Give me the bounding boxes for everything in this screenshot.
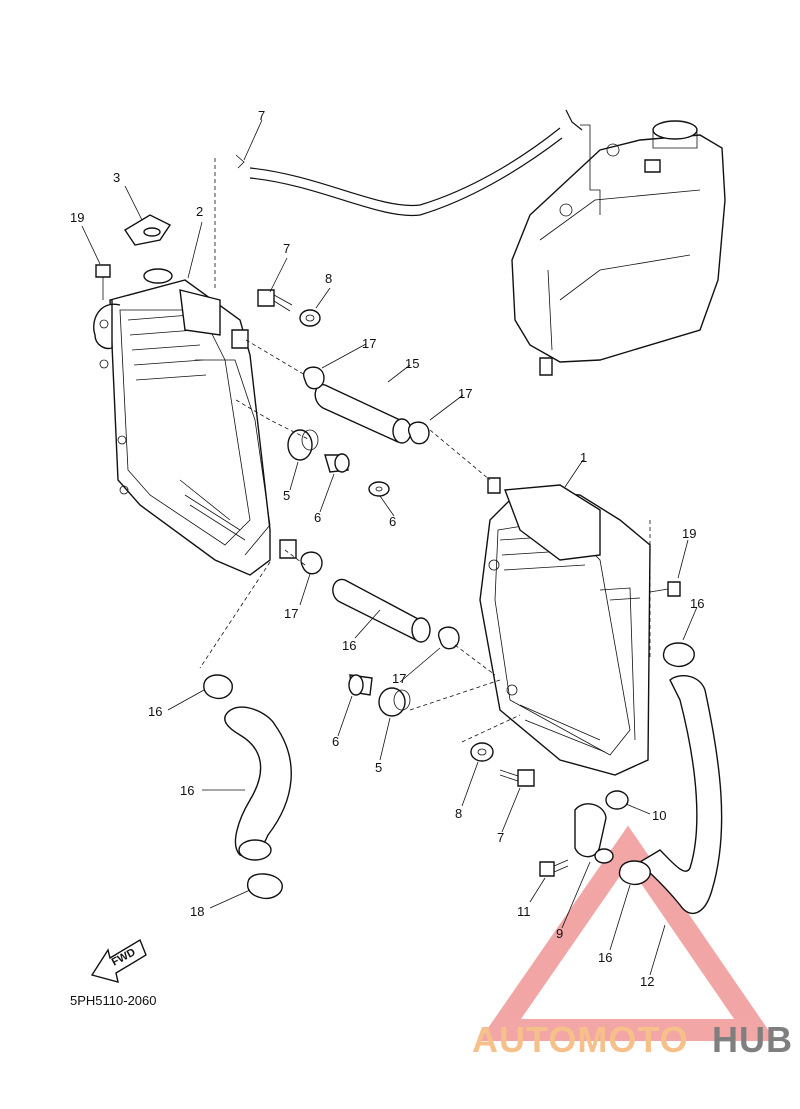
hose-14: [224, 706, 292, 861]
callout-1: 1: [580, 450, 587, 465]
callout-17-d: 17: [392, 671, 406, 686]
washer-6-upper: [368, 481, 390, 497]
callout-12: 12: [640, 974, 654, 989]
callout-labels: 7 2 3 19 7 8 17 15 17 1 5 6 6 19 16 17 1…: [70, 108, 704, 989]
collar-6-upper: [324, 453, 350, 473]
clamp-17-c: [300, 551, 323, 575]
callout-15: 16: [342, 638, 356, 653]
callout-17-a: 17: [362, 336, 376, 351]
callout-6-upper-b: 6: [389, 514, 396, 529]
callout-3: 3: [113, 170, 120, 185]
callout-11: 11: [517, 904, 531, 919]
reservoir-tank: [511, 120, 726, 376]
leader-lines: [81, 119, 698, 976]
callout-17-c: 17: [284, 606, 298, 621]
grommet-5-lower: [378, 687, 411, 717]
radiator-left: [93, 268, 297, 576]
callout-8-upper: 8: [325, 271, 332, 286]
bolt-19-right: [649, 581, 681, 597]
clamp-16-right-lower: [618, 860, 651, 886]
callout-6-upper-a: 6: [314, 510, 321, 525]
callout-5-lower: 5: [375, 760, 382, 775]
clamp-16-right-upper: [662, 642, 695, 668]
callout-4: 7: [258, 108, 265, 123]
radiator-core-left: [127, 314, 246, 541]
clamp-17-a: [303, 366, 325, 390]
collar-6-lower: [348, 674, 373, 696]
callout-16-left: 16: [148, 704, 162, 719]
callout-7-upper: 7: [283, 241, 290, 256]
grommet-5-upper: [287, 429, 319, 461]
o-ring-10: [605, 790, 629, 810]
radiator-right: [479, 477, 651, 776]
clamp-16-left: [203, 674, 233, 700]
callout-18: 18: [190, 904, 204, 919]
bolt-11: [539, 859, 569, 877]
clamp-18: [246, 873, 283, 900]
callout-2: 2: [196, 204, 203, 219]
bolt-19-left: [95, 264, 111, 300]
callout-8-lower: 8: [455, 806, 462, 821]
clamp-17-d: [438, 626, 460, 650]
radiator-cap: [124, 214, 172, 246]
bolt-7-upper: [257, 289, 293, 312]
watermark-brand-part2: HUB: [712, 1019, 793, 1060]
callout-14: 16: [180, 783, 194, 798]
callout-19-left: 19: [70, 210, 84, 225]
hose-12: [639, 674, 723, 915]
hose-15: [332, 578, 431, 643]
watermark-logo: [479, 825, 776, 1041]
washer-8-lower: [470, 742, 494, 762]
callout-16-right-lower: 16: [598, 950, 612, 965]
callout-7-lower: 7: [497, 830, 504, 845]
callout-6-lower: 6: [332, 734, 339, 749]
callout-19-right: 19: [682, 526, 696, 541]
washer-8-upper: [299, 309, 321, 327]
watermark-text: AUTOMOTO HUB: [472, 1019, 793, 1060]
callout-9: 9: [556, 926, 563, 941]
callout-10: 10: [652, 808, 666, 823]
bolt-7-lower: [499, 769, 535, 787]
overflow-hose: [235, 109, 601, 217]
fwd-arrow-icon: FWD: [90, 938, 147, 983]
fitting-9: [574, 803, 614, 864]
hose-13: [314, 384, 412, 444]
clamp-17-b: [408, 421, 430, 445]
part-code: 5PH5110-2060: [70, 993, 157, 1008]
callout-5-upper: 5: [283, 488, 290, 503]
callout-17-b: 17: [458, 386, 472, 401]
callout-13: 15: [405, 356, 419, 371]
alignment-lines: [199, 158, 651, 743]
callout-16-right-upper: 16: [690, 596, 704, 611]
watermark-brand-part1: AUTOMOTO: [472, 1019, 689, 1060]
